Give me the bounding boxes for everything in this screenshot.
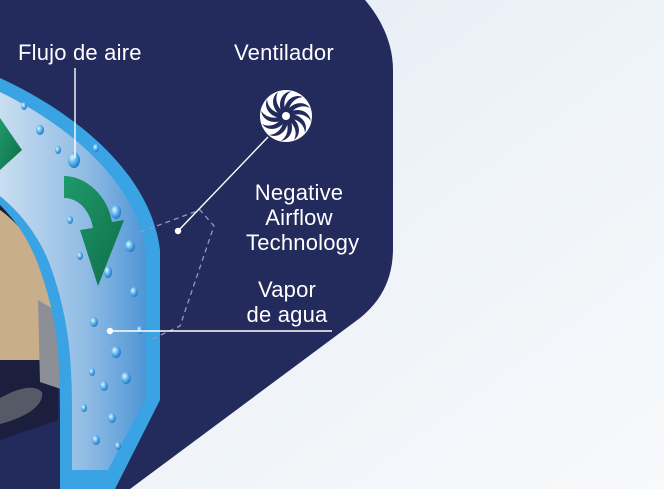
technology-label-line2: Airflow xyxy=(265,205,333,230)
technology-label-line3: Technology xyxy=(246,230,360,255)
vapor-label-line2: de agua xyxy=(246,302,328,327)
fan-leader-dot xyxy=(174,227,182,235)
water-droplets xyxy=(21,102,143,450)
technology-label-line1: Negative xyxy=(254,180,344,205)
fan-swirl-icon xyxy=(260,90,312,142)
airflow-arrow xyxy=(64,176,124,286)
vapor-leader-dot xyxy=(106,327,114,335)
water-channel xyxy=(0,92,146,470)
airflow-label: Flujo de aire xyxy=(18,40,142,65)
fan-label: Ventilador xyxy=(234,40,334,65)
vapor-label-line1: Vapor xyxy=(257,277,317,302)
vapor-label: Vapor de agua xyxy=(240,277,334,327)
knob-part xyxy=(0,387,43,424)
fan-leader-line xyxy=(177,136,269,232)
technology-label: Negative Airflow Technology xyxy=(246,180,360,255)
airflow-arrow-partial xyxy=(0,118,22,170)
